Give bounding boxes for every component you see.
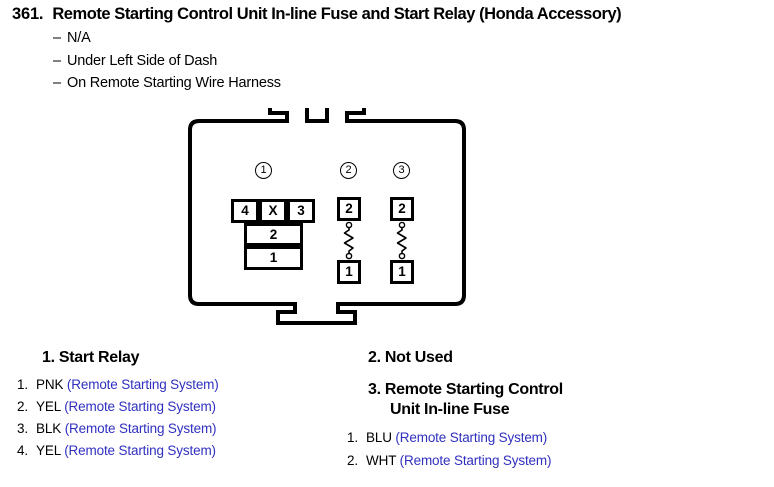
connector-housing-outline bbox=[188, 108, 466, 325]
pin-cell-3: 3 bbox=[287, 199, 315, 223]
dash-marker: – bbox=[53, 75, 61, 91]
legend-item: 2. WHT (Remote Starting System) bbox=[347, 453, 552, 468]
legend-item: 2. YEL (Remote Starting System) bbox=[17, 399, 216, 414]
detail-text: On Remote Starting Wire Harness bbox=[67, 75, 281, 91]
wire-code: PNK bbox=[36, 377, 64, 392]
list-index: 3. bbox=[17, 421, 28, 436]
pin-cell-x: X bbox=[259, 199, 287, 223]
legend-heading-inline-fuse-line2: Unit In-line Fuse bbox=[390, 401, 510, 418]
legend-item: 3. BLK (Remote Starting System) bbox=[17, 421, 217, 436]
fuse3-pin-bottom: 1 bbox=[390, 260, 414, 284]
wire-code: WHT bbox=[366, 453, 397, 468]
legend-item: 1. BLU (Remote Starting System) bbox=[347, 430, 547, 445]
fuse2-pin-bottom: 1 bbox=[337, 260, 361, 284]
entry-title: Remote Starting Control Unit In-line Fus… bbox=[52, 5, 622, 23]
wire-system: (Remote Starting System) bbox=[64, 399, 216, 414]
list-index: 1. bbox=[347, 430, 358, 445]
legend-heading-not-used: 2. Not Used bbox=[368, 349, 453, 366]
pin-cell-2: 2 bbox=[244, 223, 303, 246]
dash-marker: – bbox=[53, 30, 61, 46]
wire-system: (Remote Starting System) bbox=[395, 430, 548, 445]
list-index: 4. bbox=[17, 443, 28, 458]
list-index: 2. bbox=[347, 453, 358, 468]
list-index: 1. bbox=[17, 377, 28, 392]
entry-number: 361. bbox=[12, 5, 44, 23]
wire-code: BLK bbox=[36, 421, 62, 436]
legend-item: 4. YEL (Remote Starting System) bbox=[17, 443, 216, 458]
fuse2-pin-top: 2 bbox=[337, 197, 361, 221]
legend-heading-inline-fuse-line1: 3. Remote Starting Control bbox=[368, 381, 563, 398]
connector-marker-3: 3 bbox=[393, 162, 410, 179]
wire-code: YEL bbox=[36, 443, 61, 458]
page-title: 361. Remote Starting Control Unit In-lin… bbox=[12, 5, 768, 24]
wire-code: YEL bbox=[36, 399, 61, 414]
fuse2-element-icon bbox=[343, 221, 354, 260]
pin-cell-4: 4 bbox=[231, 199, 259, 223]
connector-marker-2: 2 bbox=[340, 162, 357, 179]
fuse3-pin-top: 2 bbox=[390, 197, 414, 221]
legend-item: 1. PNK (Remote Starting System) bbox=[17, 377, 219, 392]
wire-system: (Remote Starting System) bbox=[64, 443, 216, 458]
fuse3-element-icon bbox=[396, 221, 407, 260]
detail-text: Under Left Side of Dash bbox=[67, 53, 218, 69]
connector-diagram: 1 4 X 3 2 1 2 2 1 3 2 1 bbox=[185, 108, 477, 328]
detail-line-3: –On Remote Starting Wire Harness bbox=[53, 75, 281, 91]
detail-line-2: –Under Left Side of Dash bbox=[53, 53, 217, 69]
legend-heading-start-relay: 1. Start Relay bbox=[42, 349, 140, 366]
list-index: 2. bbox=[17, 399, 28, 414]
wire-system: (Remote Starting System) bbox=[66, 377, 219, 392]
wire-system: (Remote Starting System) bbox=[64, 421, 217, 436]
detail-line-1: –N/A bbox=[53, 30, 91, 46]
wire-system: (Remote Starting System) bbox=[399, 453, 552, 468]
connector-marker-1: 1 bbox=[255, 162, 272, 179]
dash-marker: – bbox=[53, 53, 61, 69]
pin-cell-1: 1 bbox=[244, 246, 303, 270]
detail-text: N/A bbox=[67, 30, 91, 46]
wire-code: BLU bbox=[366, 430, 392, 445]
